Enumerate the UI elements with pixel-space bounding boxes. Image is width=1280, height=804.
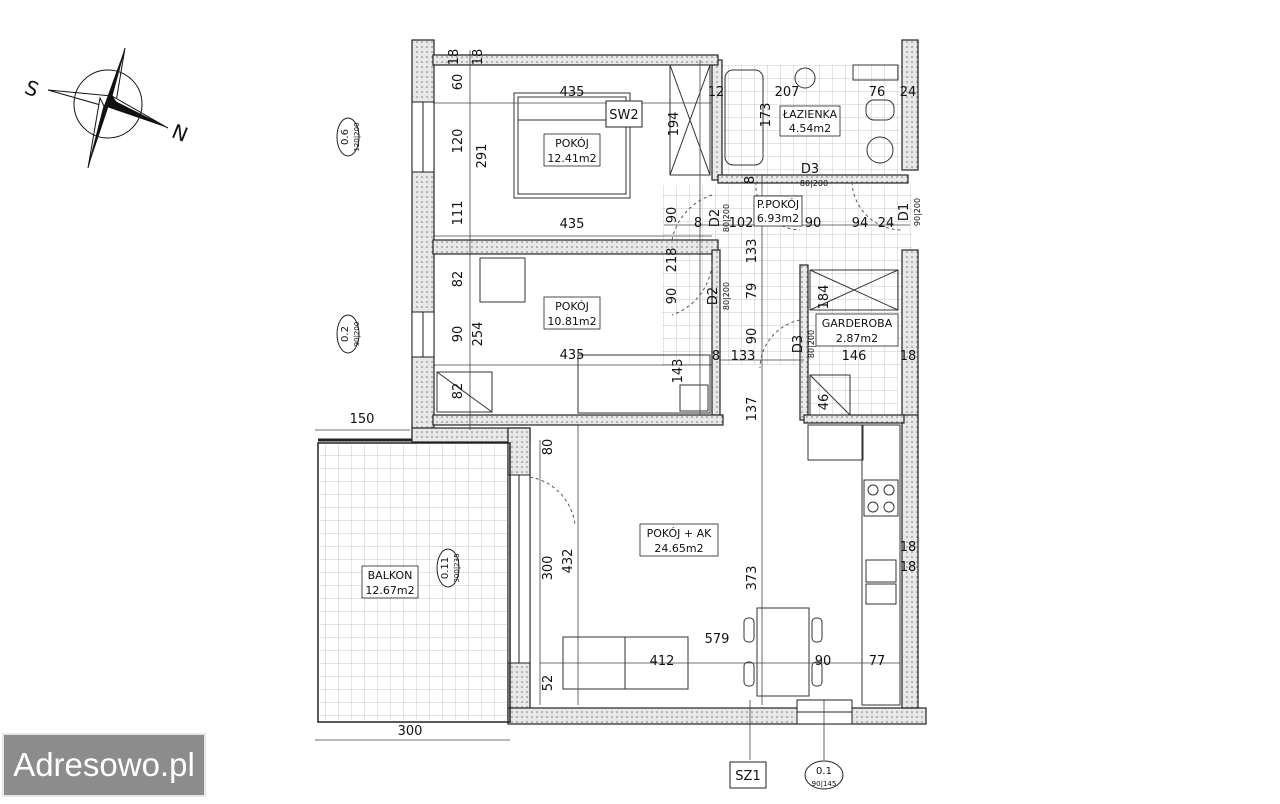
compass-south-label: S bbox=[21, 75, 42, 102]
door-d3-wardrobe-size: 80|200 bbox=[807, 330, 816, 358]
dim: 218 bbox=[665, 248, 680, 273]
dim: 82 bbox=[451, 383, 466, 400]
watermark-badge: Adresowo.pl bbox=[2, 733, 206, 797]
bathroom-name: ŁAZIENKA bbox=[782, 108, 838, 121]
dim: 412 bbox=[650, 654, 675, 669]
dimension-lines bbox=[315, 50, 910, 760]
dim: 90 bbox=[665, 207, 680, 224]
dim: 46 bbox=[817, 394, 832, 411]
sz1-mark: SZ1 bbox=[735, 769, 760, 784]
window-w02-size: 90|200 bbox=[353, 322, 361, 347]
dim: 291 bbox=[475, 144, 490, 169]
compass: S N bbox=[21, 47, 191, 169]
dim: 18 bbox=[447, 49, 462, 66]
dim: 18 bbox=[471, 49, 486, 66]
dim: 80 bbox=[541, 439, 556, 456]
window-w01-size: 90|145 bbox=[812, 780, 837, 788]
dim: 18 bbox=[900, 560, 917, 575]
dim: 90 bbox=[815, 654, 832, 669]
dim: 79 bbox=[745, 283, 760, 300]
bedroom2-name: POKÓJ bbox=[555, 300, 589, 313]
window-w01-code: 0.1 bbox=[816, 766, 832, 777]
window-w06-size: 120|200 bbox=[353, 122, 361, 151]
dim: 24 bbox=[878, 216, 895, 231]
dim: 90 bbox=[451, 326, 466, 343]
windows bbox=[411, 101, 853, 725]
dim: 8 bbox=[743, 176, 758, 184]
dim: 24 bbox=[900, 85, 917, 100]
furniture bbox=[436, 64, 901, 706]
dim: 435 bbox=[560, 85, 585, 100]
dim: 207 bbox=[775, 85, 800, 100]
hall-name: P.POKÓJ bbox=[757, 198, 799, 211]
dim: 82 bbox=[451, 271, 466, 288]
dim: 8 bbox=[712, 349, 720, 364]
door-d1: D1 bbox=[897, 203, 912, 221]
door-d2-b-size: 80|200 bbox=[722, 282, 731, 310]
door-d3-wardrobe: D3 bbox=[791, 335, 806, 353]
door-d1-size: 90|200 bbox=[913, 198, 922, 226]
dim: 146 bbox=[842, 349, 867, 364]
dim: 60 bbox=[451, 74, 466, 91]
window-w06-code: 0.6 bbox=[340, 129, 351, 145]
dim: 173 bbox=[759, 103, 774, 128]
bathroom-area: 4.54m2 bbox=[789, 122, 831, 135]
dim: 300 bbox=[398, 724, 423, 739]
door-d2-b: D2 bbox=[706, 287, 721, 305]
sw2-mark: SW2 bbox=[609, 108, 638, 123]
dim: 18 bbox=[900, 540, 917, 555]
dim: 90 bbox=[665, 288, 680, 305]
door-d3-top: D3 bbox=[801, 162, 819, 177]
window-w011-code: 0.11 bbox=[440, 557, 451, 579]
door-d2-a: D2 bbox=[708, 209, 723, 227]
door-d3-top-size: 80|200 bbox=[800, 179, 828, 188]
dim: 194 bbox=[667, 112, 682, 137]
window-w02-code: 0.2 bbox=[340, 326, 351, 342]
dim: 8 bbox=[694, 216, 702, 231]
living-area: 24.65m2 bbox=[654, 542, 703, 555]
dim: 150 bbox=[350, 412, 375, 427]
dim: 143 bbox=[671, 359, 686, 384]
dim: 120 bbox=[451, 129, 466, 154]
dim: 254 bbox=[471, 322, 486, 347]
dim: 373 bbox=[745, 566, 760, 591]
dimension-labels: 18 18 435 60 120 291 111 435 194 12 207 … bbox=[350, 49, 917, 739]
marks: SW2 SZ1 D3 80|200 D2 80|200 D2 80|200 D3… bbox=[336, 100, 922, 790]
living-name: POKÓJ + AK bbox=[647, 527, 713, 540]
dim: 300 bbox=[541, 556, 556, 581]
balcony-name: BALKON bbox=[368, 569, 413, 582]
dim: 432 bbox=[561, 549, 576, 574]
dim: 133 bbox=[745, 239, 760, 264]
dim: 90 bbox=[745, 328, 760, 345]
dim: 90 bbox=[805, 216, 822, 231]
dim: 102 bbox=[729, 216, 754, 231]
dim: 12 bbox=[708, 85, 725, 100]
bedroom1-area: 12.41m2 bbox=[547, 152, 596, 165]
bedroom1-name: POKÓJ bbox=[555, 137, 589, 150]
dim: 94 bbox=[852, 216, 869, 231]
door-d2-a-size: 80|200 bbox=[722, 204, 731, 232]
hall-area: 6.93m2 bbox=[757, 212, 799, 225]
dim: 133 bbox=[731, 349, 756, 364]
bedroom2-area: 10.81m2 bbox=[547, 315, 596, 328]
dim: 18 bbox=[900, 349, 917, 364]
wardrobe-name: GARDEROBA bbox=[822, 317, 893, 330]
room-labels: POKÓJ 12.41m2 POKÓJ 10.81m2 ŁAZIENKA 4.5… bbox=[361, 105, 899, 599]
dim: 137 bbox=[745, 397, 760, 422]
dim: 52 bbox=[541, 675, 556, 692]
dim: 184 bbox=[817, 285, 832, 310]
dim: 579 bbox=[705, 632, 730, 647]
dim: 77 bbox=[869, 654, 886, 669]
compass-north-label: N bbox=[168, 119, 191, 147]
dim: 435 bbox=[560, 217, 585, 232]
dim: 435 bbox=[560, 348, 585, 363]
dim: 111 bbox=[451, 201, 466, 226]
wardrobe-area: 2.87m2 bbox=[836, 332, 878, 345]
window-w011-size: 300|235 bbox=[453, 553, 461, 582]
dim: 76 bbox=[869, 85, 886, 100]
balcony-outline bbox=[317, 442, 511, 723]
balcony-area: 12.67m2 bbox=[365, 584, 414, 597]
